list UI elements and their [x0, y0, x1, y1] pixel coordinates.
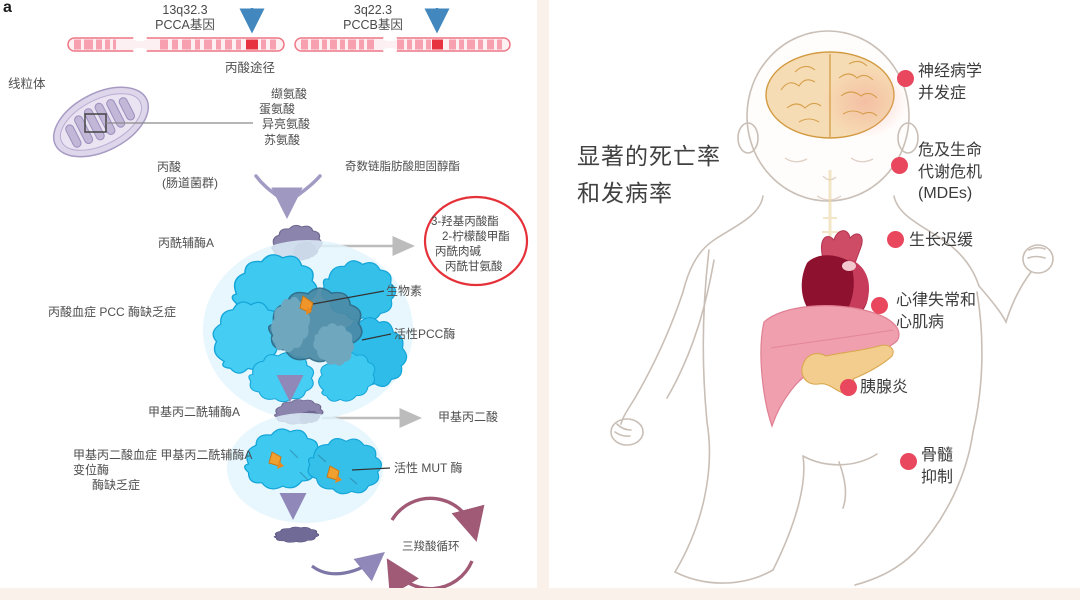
mut-deficiency-line3: 酶缺乏症 [92, 478, 141, 492]
mitochondrion-illustration [52, 86, 253, 158]
chromosome-2-locus: 3q22.3 [353, 3, 393, 17]
active-mut-label: 活性 MUT 酶 [394, 461, 463, 475]
amino-acid-isoleucine: 异亮氨酸 [262, 117, 311, 131]
metabolite-highlight-circle [423, 195, 529, 287]
chromosome-1-locus: 13q32.3 [162, 3, 208, 17]
mitochondria-label: 线粒体 [8, 77, 46, 91]
chromosome-1-caption: 13q32.3 PCCA基因 [130, 3, 240, 33]
propionyl-coa-label: 丙酰辅酶A [158, 236, 215, 250]
mut-deficiency-line1: 甲基丙二酸血症 甲基丙二酰辅酶A [73, 448, 253, 462]
methylmalonyl-coa-label: 甲基丙二酰辅酶A [148, 405, 241, 419]
complication-cardiac: 心律失常和 心肌病 [896, 292, 977, 331]
gene-locus-arrow-icons [239, 8, 450, 34]
marker-dot-cardiac [871, 297, 888, 314]
marker-dot-pancreatitis [840, 379, 857, 396]
baby-illustration [610, 30, 1054, 586]
marker-dot-growth [887, 231, 904, 248]
chromosome-1-ideogram [67, 35, 285, 54]
metabolite-1: 3-羟基丙酸酯 [431, 216, 499, 228]
chromosome-2-ideogram [294, 35, 511, 54]
page-footer-strip [0, 588, 1080, 600]
succinyl-coa-molecule [273, 526, 320, 543]
brain-illustration [765, 51, 907, 139]
odd-chain-label: 奇数链脂肪酸胆固醇酯 [345, 161, 460, 173]
chromosome-2-caption: 3q22.3 PCCB基因 [318, 3, 428, 33]
mut-enzyme-illustration [227, 413, 393, 523]
tca-entry-arrow [311, 551, 385, 582]
pathway-graphics [52, 8, 529, 588]
metabolite-3: 丙酰肉碱 [435, 246, 481, 258]
complication-neurology: 神经病学 并发症 [918, 63, 983, 102]
figure-label: a [3, 0, 12, 16]
marker-dot-neurology [897, 70, 914, 87]
complication-pancreatitis: 胰腺炎 [860, 379, 909, 396]
amino-acid-valine: 缬氨酸 [271, 87, 308, 101]
active-pcc-pointer-line [361, 333, 392, 341]
pcc-deficiency-label: 丙酸血症 PCC 酶缺乏症 [48, 305, 177, 319]
amino-acid-methionine: 蛋氨酸 [259, 102, 296, 116]
mut-deficiency-line2: 变位酶 [73, 463, 110, 477]
active-pcc-label: 活性PCC酶 [394, 327, 456, 341]
amino-acid-threonine: 苏氨酸 [264, 133, 301, 147]
complication-mde: 危及生命 代谢危机 (MDEs) [918, 142, 983, 202]
tca-cycle-icon [386, 496, 485, 588]
baby-panel: 显著的死亡率 和发病率 神经病学 并发症 危及生命 代谢危机 (MDEs) 生长… [549, 0, 1080, 588]
chromosome-2-gene: PCCB基因 [343, 18, 403, 32]
biotin-label: 生物素 [386, 284, 423, 298]
marker-dot-mde [891, 157, 908, 174]
gut-flora-label: (肠道菌群) [162, 176, 218, 190]
panel-title: 显著的死亡率 和发病率 [577, 143, 721, 206]
pathway-panel: a 13q32.3 PCCA基因 3q22.3 PCCB基因 丙酸途径 线粒体 … [0, 0, 537, 588]
converging-arrow [254, 174, 322, 219]
pancreas-illustration [801, 344, 894, 394]
metabolite-2: 2-柠檬酸甲酯 [442, 231, 510, 243]
pathway-title: 丙酸途径 [224, 61, 275, 75]
tca-cycle-label: 三羧酸循环 [402, 541, 460, 553]
complication-growth: 生长迟缓 [909, 232, 974, 249]
pcc-enzyme-illustration [195, 240, 416, 420]
chromosome-1-gene: PCCA基因 [155, 18, 215, 32]
metabolite-4: 丙酰甘氨酸 [445, 261, 503, 273]
methylmalonic-acid-label: 甲基丙二酸 [438, 410, 499, 424]
complication-bone-marrow: 骨髓 抑制 [921, 447, 954, 486]
biotin-pointer-line [312, 290, 385, 305]
active-mut-pointer-line [351, 467, 391, 471]
marker-dot-bone-marrow [900, 453, 917, 470]
propionate-label: 丙酸 [157, 160, 182, 174]
